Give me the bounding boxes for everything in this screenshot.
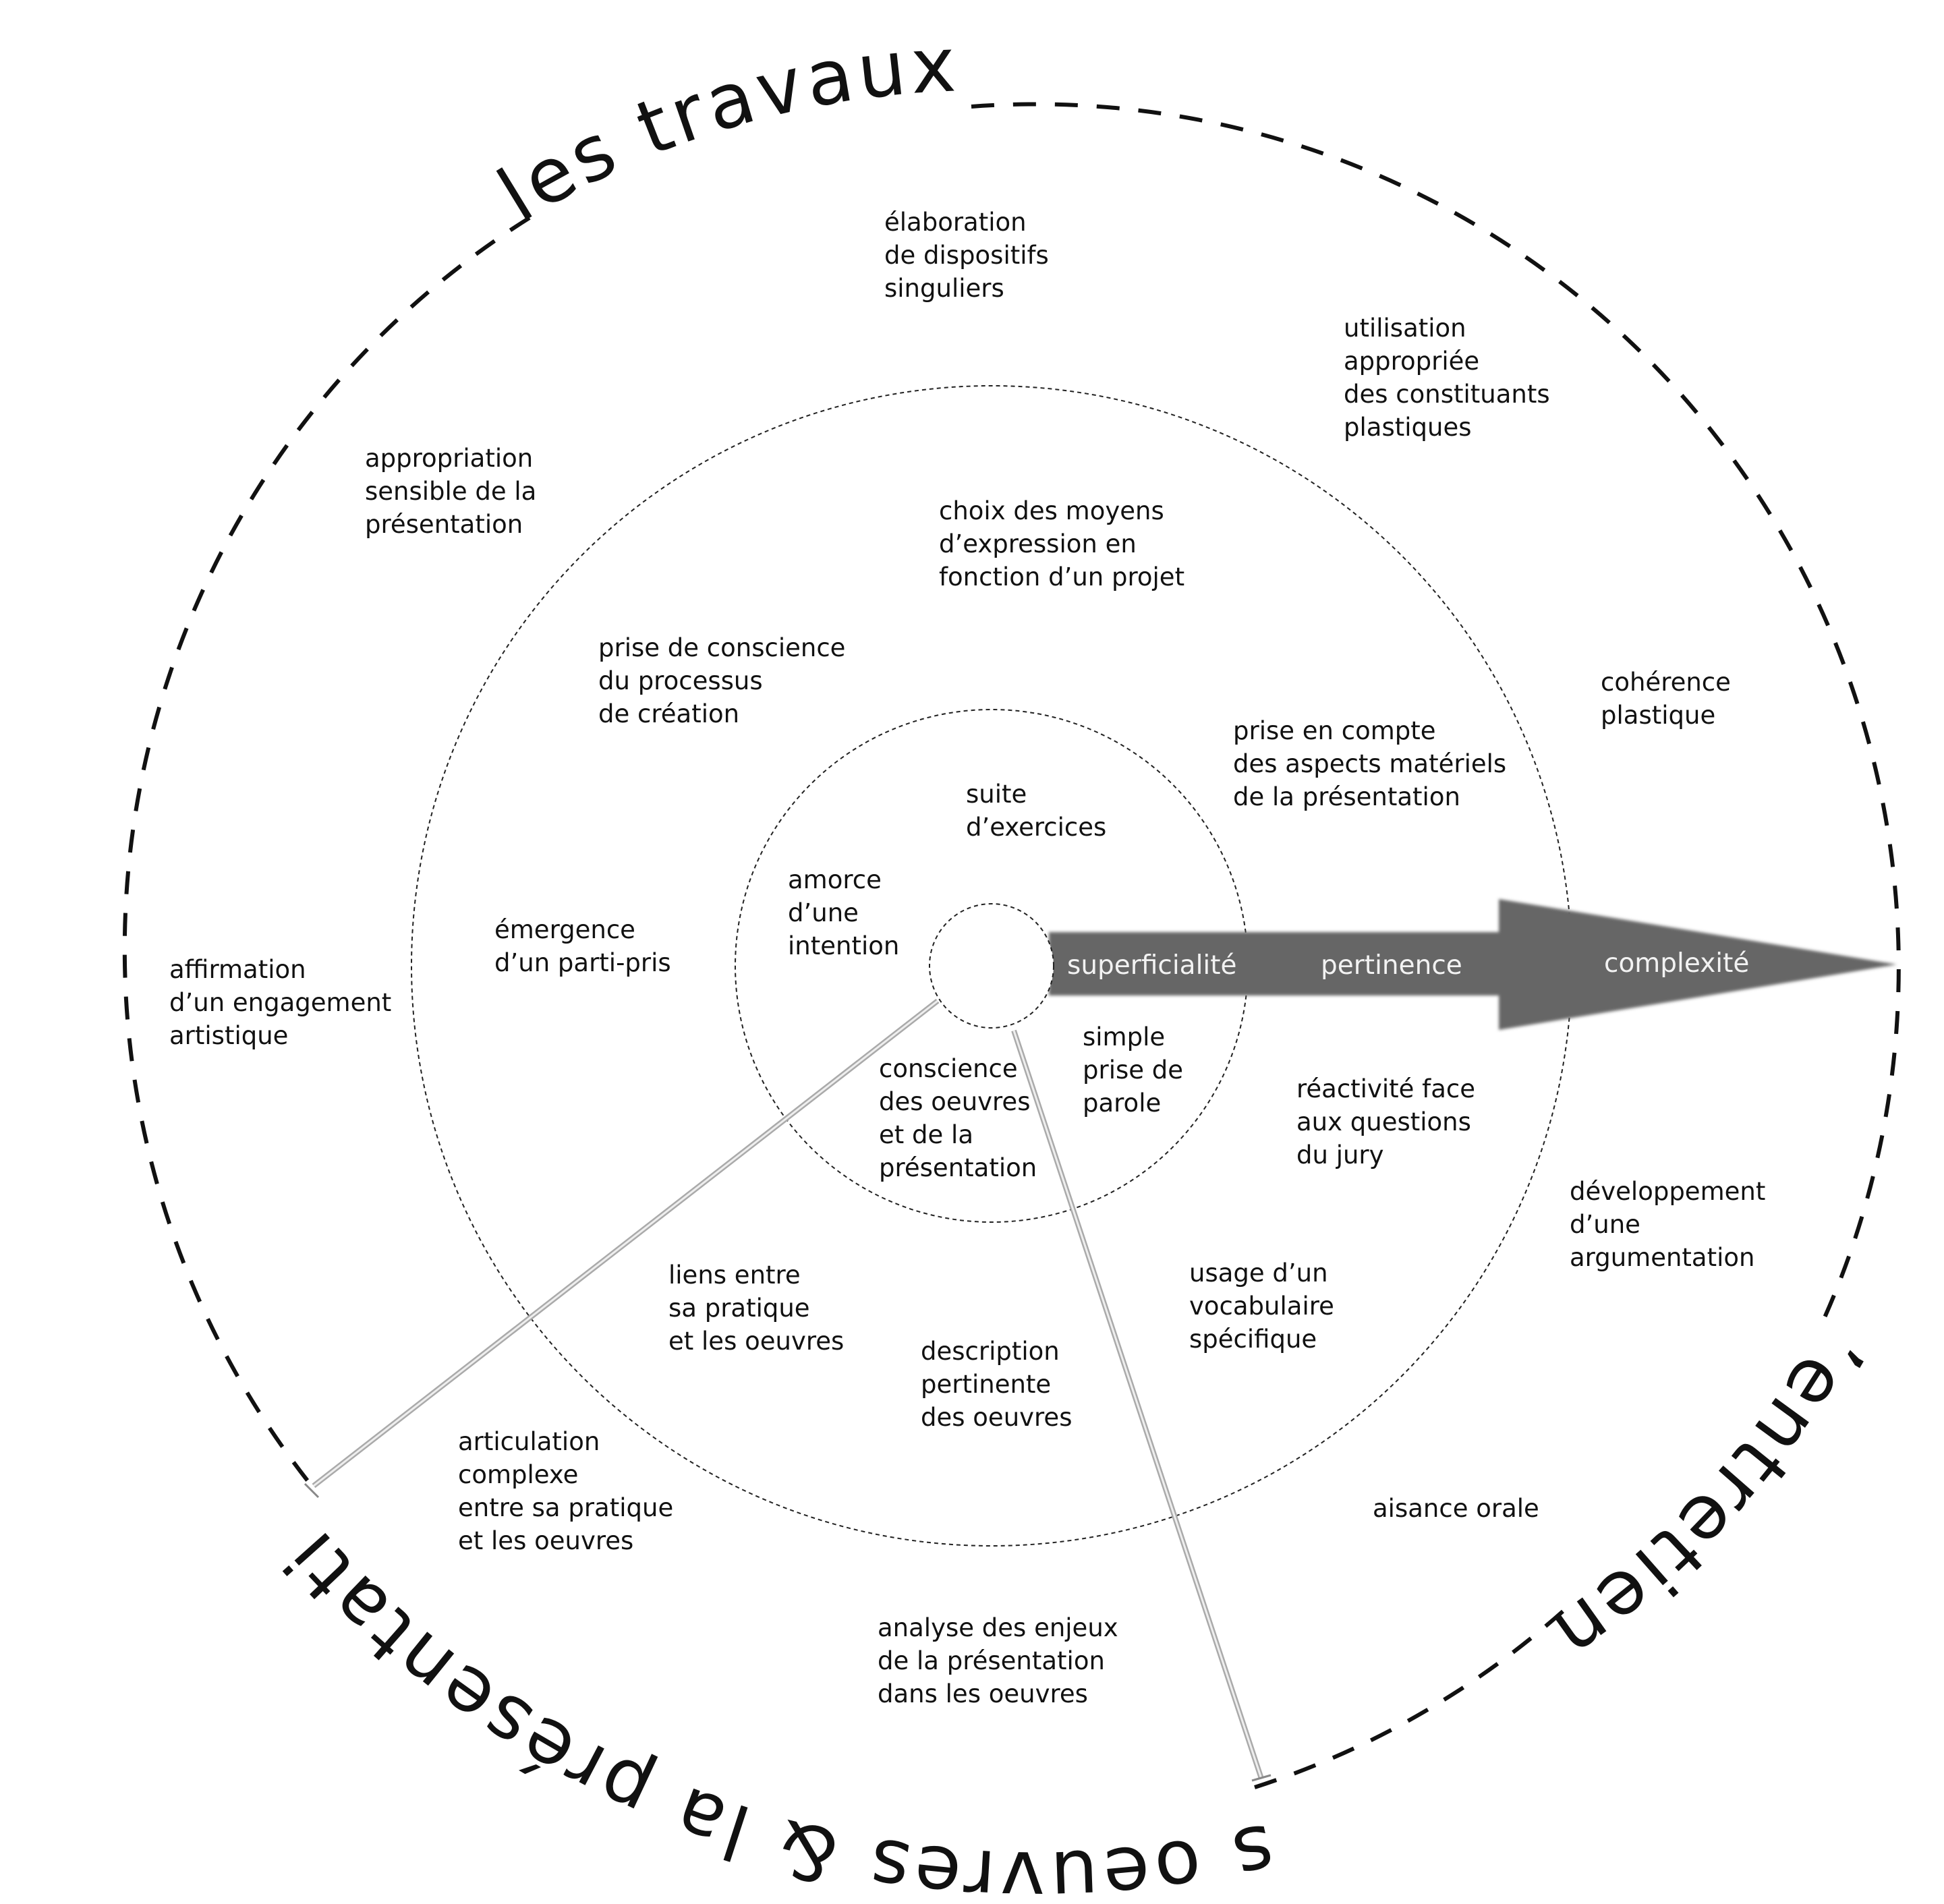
label-emergence: émergence d’un parti-pris: [494, 915, 671, 977]
label-articulation: articulation complexe entre sa pratique …: [458, 1427, 681, 1555]
outer-ring: [122, 216, 531, 1487]
label-prise-conscience: prise de conscience du processus de créa…: [598, 633, 853, 728]
outer-ring-bottom-right: [1254, 1609, 1564, 1789]
label-utilisation: utilisation appropriée des constituants …: [1344, 314, 1557, 442]
label-appropriation: appropriation sensible de la présentatio…: [365, 444, 544, 539]
label-elaboration: élaboration de dispositifs singuliers: [884, 208, 1057, 303]
label-aisance: aisance orale: [1373, 1494, 1539, 1523]
arrow-label-complexite: complexité: [1604, 948, 1749, 979]
label-reactivite: réactivité face aux questions du jury: [1296, 1074, 1483, 1170]
divider-tick-left: [304, 1482, 320, 1499]
center-circle: [929, 903, 1054, 1029]
label-liens: liens entre sa pratique et les oeuvres: [668, 1261, 844, 1356]
label-conscience: conscience des oeuvres et de la présenta…: [879, 1054, 1038, 1182]
label-prise-compte: prise en compte des aspects matériels de…: [1233, 716, 1514, 811]
outer-ring-top-right: [971, 102, 1901, 1323]
arrow-label-pertinence: pertinence: [1321, 950, 1462, 981]
divider-line-left-core: [313, 1000, 938, 1487]
label-coherence: cohérence plastique: [1601, 668, 1739, 730]
title-les-travaux: les travaux: [484, 21, 962, 239]
label-simple: simple prise de parole: [1083, 1022, 1191, 1118]
label-choix: choix des moyens d’expression en fonctio…: [939, 496, 1184, 592]
divider-line-bottom-core: [1012, 1030, 1263, 1779]
label-description: description pertinente des oeuvres: [921, 1337, 1072, 1432]
label-affirmation: affirmation d’un engagement artistique: [169, 955, 399, 1050]
progression-arrow: [1049, 899, 1897, 1030]
label-developpement: développement d’une argumentation: [1570, 1177, 1773, 1272]
label-amorce: amorce d’une intention: [788, 865, 899, 960]
divider-tick-bottom: [1251, 1774, 1271, 1782]
label-suite: suite d’exercices: [966, 780, 1106, 842]
label-usage: usage d’un vocabulaire spécifique: [1189, 1259, 1342, 1354]
title-les-travaux-path: les travaux: [484, 21, 958, 239]
arrow-label-superficialite: superficialité: [1067, 950, 1237, 981]
label-analyse: analyse des enjeux de la présentation da…: [878, 1613, 1126, 1708]
